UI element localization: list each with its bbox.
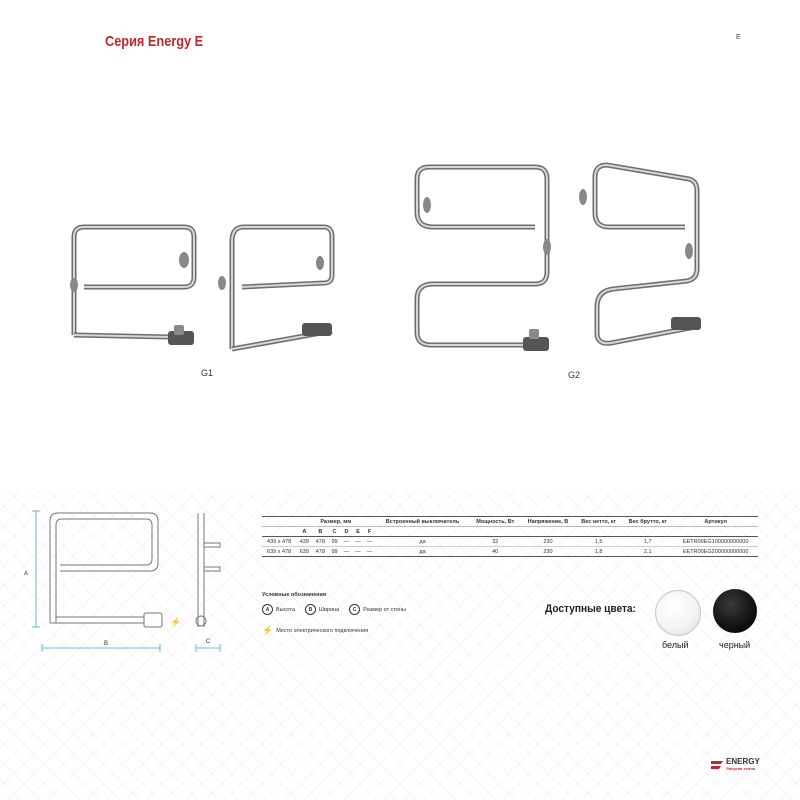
cell-power: 32 bbox=[469, 536, 521, 547]
cell-voltage: 230 bbox=[520, 536, 576, 547]
cell-f: — bbox=[363, 536, 376, 547]
color-swatch-white bbox=[655, 590, 701, 636]
spec-table-subheader-row: A B C D E F bbox=[262, 526, 758, 537]
cell-gross-weight: 2,1 bbox=[622, 546, 674, 557]
lightning-bolt-icon: ⚡ bbox=[262, 625, 274, 635]
color-swatch-black bbox=[713, 589, 757, 633]
cell-power: 40 bbox=[469, 546, 521, 557]
dim-c-label: C bbox=[206, 639, 211, 645]
legend-items: A Высота B Ширина C Размер от стены bbox=[262, 604, 406, 615]
header-article: Артикул bbox=[673, 516, 758, 527]
technical-drawing: A B ⚡ C bbox=[20, 505, 250, 665]
header-voltage: Напряжение, В bbox=[520, 516, 576, 527]
header-dim-a: A bbox=[296, 526, 313, 537]
cell-e: — bbox=[352, 536, 364, 547]
spec-table-header-row: Размер, мм Встроенный выключатель Мощнос… bbox=[262, 516, 758, 527]
legend-item-width: B Ширина bbox=[304, 604, 340, 615]
legend-title: Условные обозначения bbox=[262, 592, 327, 598]
header-power: Мощность, Вт bbox=[469, 516, 521, 527]
cell-switch: да bbox=[375, 546, 470, 557]
header-empty bbox=[262, 516, 297, 527]
available-colors-label: Доступные цвета: bbox=[545, 603, 636, 615]
page-letter: E bbox=[736, 34, 741, 41]
header-dim-c: C bbox=[328, 526, 341, 537]
cell-size: 639 x 478 bbox=[262, 546, 297, 557]
header-dim-e: E bbox=[352, 526, 364, 537]
legend-letter-b: B bbox=[304, 604, 316, 615]
header-dim-d: D bbox=[340, 526, 353, 537]
header-net-weight: Вес нетто, кг bbox=[575, 516, 623, 527]
logo-subtitle: Энергия тепла bbox=[726, 766, 755, 771]
table-row: 639 x 478 639 478 99 — — — да 40 230 1,8… bbox=[262, 546, 758, 557]
legend-item-height: A Высота bbox=[262, 604, 295, 615]
cell-c: 99 bbox=[328, 546, 341, 557]
cell-article: EETR00EG200000000000 bbox=[673, 546, 758, 557]
table-row: 439 x 478 439 478 99 — — — да 32 230 1,5… bbox=[262, 536, 758, 547]
product-g1-image bbox=[62, 215, 342, 365]
color-label-white: белый bbox=[662, 640, 689, 650]
cell-d: — bbox=[340, 546, 353, 557]
legend: Условные обозначения A Высота B Ширина C… bbox=[262, 592, 406, 636]
cell-size: 439 x 478 bbox=[262, 536, 297, 547]
model-label-g1: G1 bbox=[201, 368, 214, 378]
cell-voltage: 230 bbox=[520, 546, 576, 557]
header-dim-f: F bbox=[363, 526, 376, 537]
logo-name-text: ENERGY bbox=[726, 757, 760, 766]
legend-label-electric: Место электрического подключения bbox=[276, 627, 369, 634]
cell-b: 478 bbox=[312, 546, 329, 557]
cell-switch: да bbox=[375, 536, 470, 547]
legend-item-electric: ⚡ Место электрического подключения bbox=[262, 625, 406, 636]
legend-label-height: Высота bbox=[276, 606, 295, 613]
cell-a: 439 bbox=[296, 536, 313, 547]
cell-a: 639 bbox=[296, 546, 313, 557]
color-label-black: черный bbox=[719, 640, 751, 650]
legend-item-wall-distance: C Размер от стены bbox=[349, 604, 406, 615]
spec-table: Размер, мм Встроенный выключатель Мощнос… bbox=[262, 516, 758, 557]
header-gross-weight: Вес брутто, кг bbox=[622, 516, 674, 527]
dim-b-label: B bbox=[104, 641, 108, 647]
electric-connection-icon: ⚡ bbox=[170, 616, 181, 628]
dim-a-label: A bbox=[24, 571, 28, 577]
cell-article: EETR00EG100000000000 bbox=[673, 536, 758, 547]
cell-net-weight: 1,8 bbox=[575, 546, 623, 557]
header-dim-b: B bbox=[312, 526, 329, 537]
cell-d: — bbox=[340, 536, 353, 547]
cell-b: 478 bbox=[312, 536, 329, 547]
legend-label-wall-distance: Размер от стены bbox=[363, 606, 406, 613]
header-size: Размер, мм bbox=[296, 516, 376, 527]
cell-gross-weight: 1,7 bbox=[622, 536, 674, 547]
energy-logo: ENERGY Энергия тепла bbox=[710, 758, 760, 772]
logo-name: ENERGY Энергия тепла bbox=[726, 758, 760, 772]
cell-c: 99 bbox=[328, 536, 341, 547]
model-label-g2: G2 bbox=[568, 370, 581, 380]
cell-f: — bbox=[363, 546, 376, 557]
energy-logo-icon bbox=[711, 761, 723, 769]
legend-letter-c: C bbox=[349, 604, 361, 615]
legend-letter-a: A bbox=[262, 604, 273, 615]
legend-label-width: Ширина bbox=[318, 606, 340, 613]
cell-e: — bbox=[352, 546, 364, 557]
product-g2-image bbox=[405, 157, 725, 362]
cell-net-weight: 1,5 bbox=[575, 536, 623, 547]
page-title: Серия Energy E bbox=[105, 33, 204, 50]
header-switch: Встроенный выключатель bbox=[375, 516, 470, 527]
